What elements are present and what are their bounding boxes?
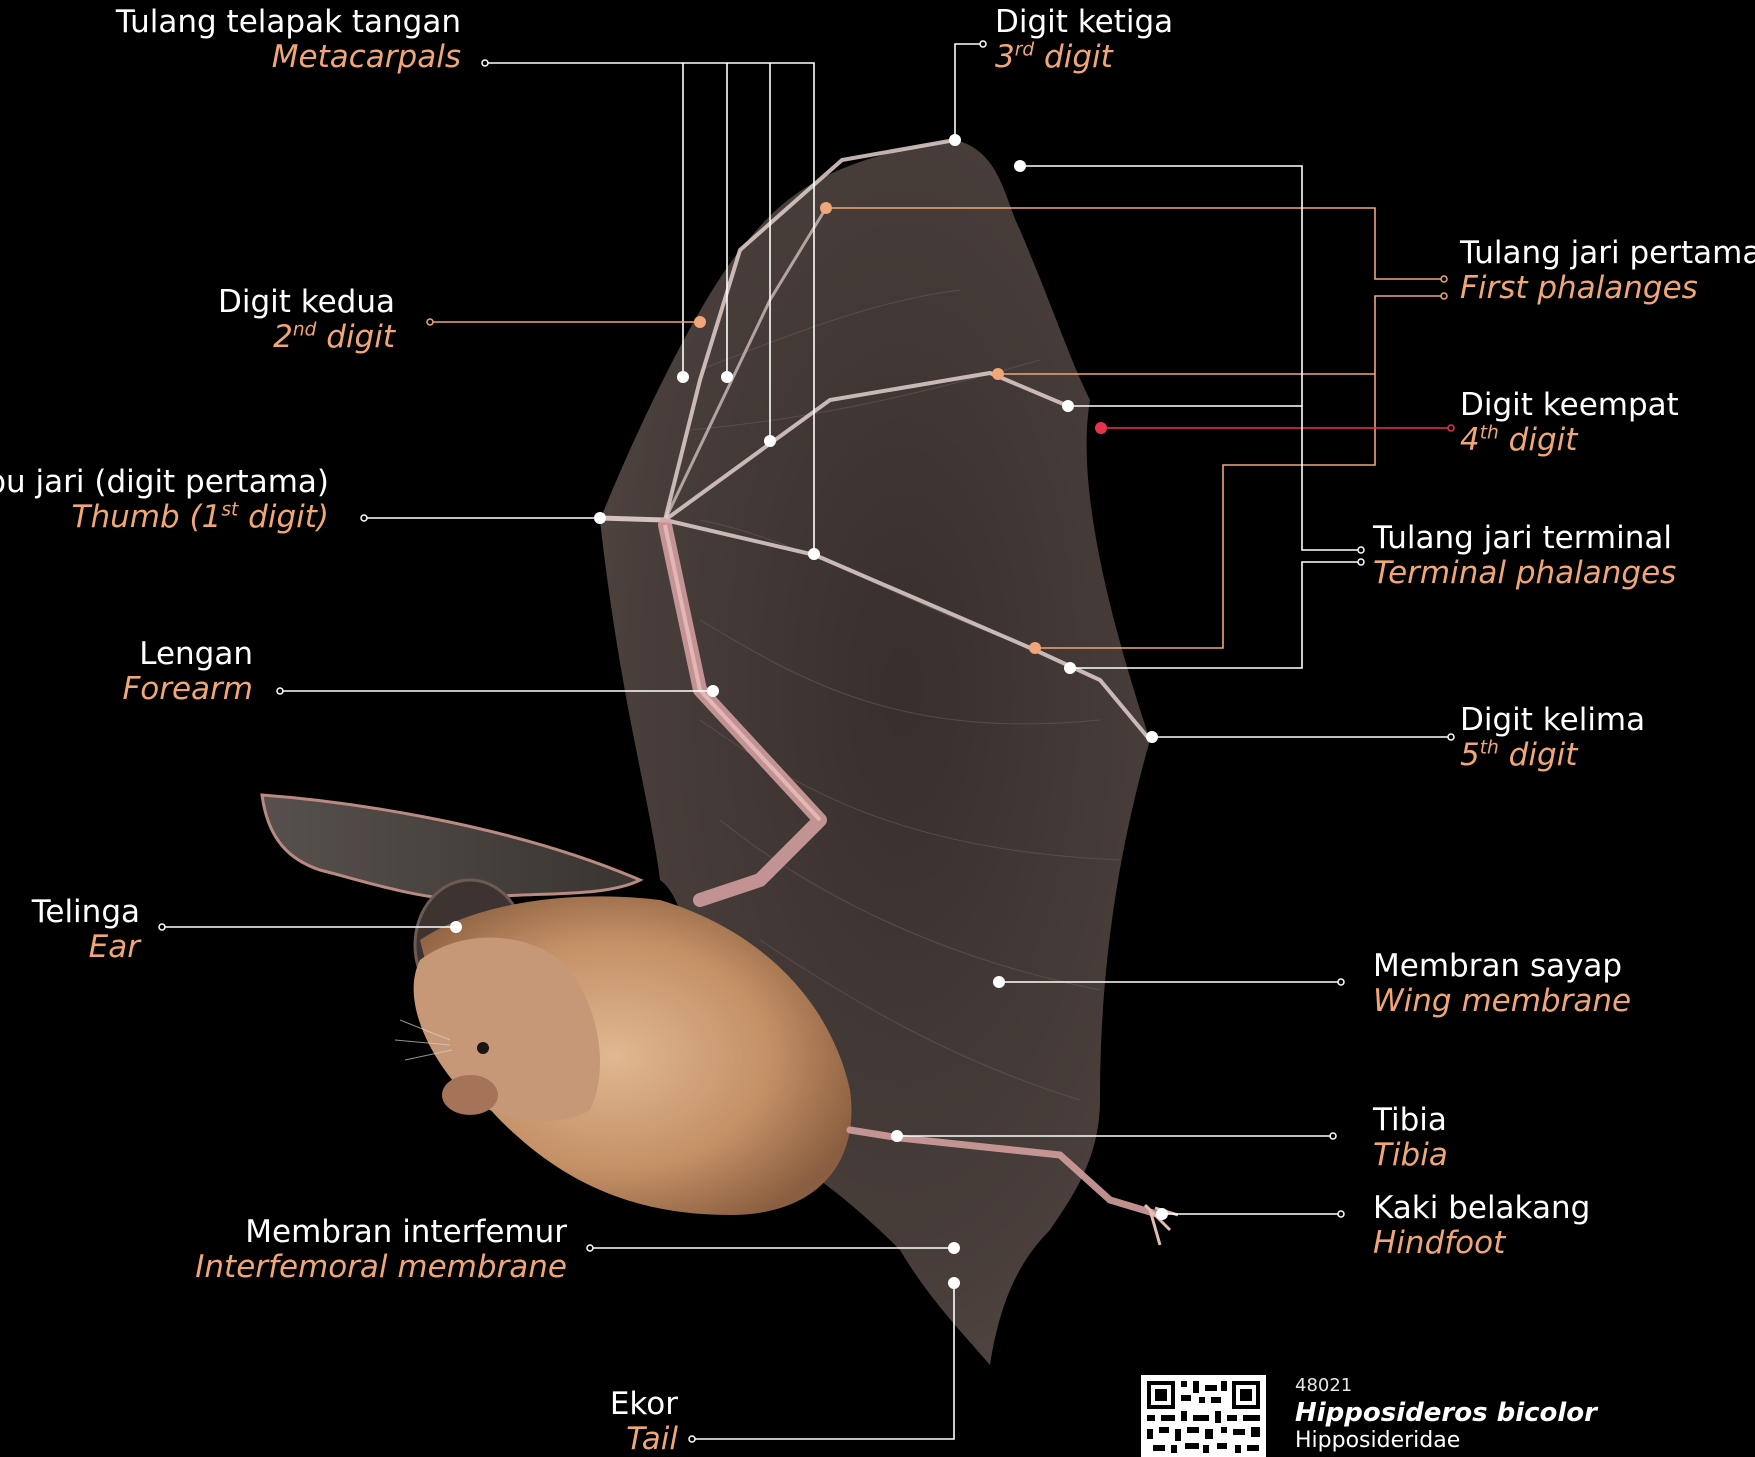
label-interfemoral-membrane: Membran interfemur Interfemoral membrane	[195, 1215, 567, 1284]
label-hindfoot: Kaki belakang Hindfoot	[1373, 1191, 1590, 1260]
label-digit-4: Digit keempat 4th digit	[1460, 388, 1679, 457]
specimen-number: 48021	[1295, 1375, 1597, 1396]
label-digit-5: Digit kelima 5th digit	[1460, 703, 1645, 772]
label-wing-membrane: Membran sayap Wing membrane	[1373, 949, 1631, 1018]
label-tail: Ekor Tail	[610, 1387, 678, 1456]
eye	[477, 1042, 489, 1054]
label-metacarpals: Tulang telapak tangan Metacarpals	[116, 5, 461, 74]
label-digit-2: Digit kedua 2nd digit	[218, 285, 395, 354]
label-digit-3: Digit ketiga 3rd digit	[995, 5, 1173, 74]
species-name: Hipposideros bicolor	[1295, 1398, 1597, 1428]
label-first-phalanges: Tulang jari pertama First phalanges	[1460, 236, 1755, 305]
qr-code-icon[interactable]	[1141, 1375, 1266, 1457]
family-name: Hipposideridae	[1295, 1428, 1597, 1453]
label-forearm: Lengan Forearm	[122, 637, 253, 706]
label-ear: Telinga Ear	[32, 895, 140, 964]
species-caption: 48021 Hipposideros bicolor Hipposiderida…	[1295, 1375, 1597, 1453]
snout	[442, 1075, 498, 1115]
label-tibia: Tibia Tibia	[1373, 1103, 1448, 1172]
label-thumb: Ibu jari (digit pertama) Thumb (1st digi…	[0, 465, 329, 534]
label-terminal-phalanges: Tulang jari terminal Terminal phalanges	[1373, 521, 1676, 590]
